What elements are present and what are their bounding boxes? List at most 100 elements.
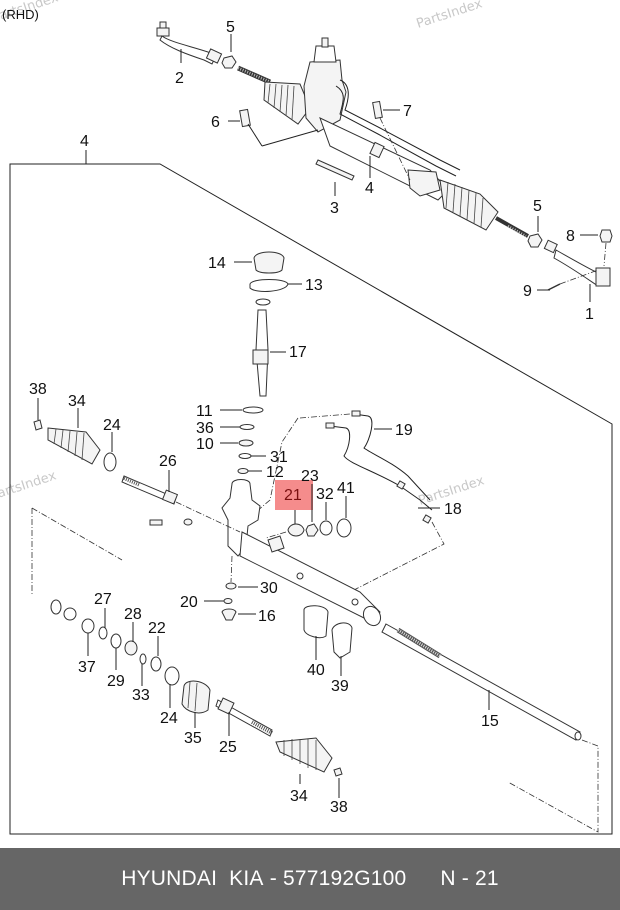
clamp-24-lower (164, 666, 180, 686)
callout-26[interactable]: 26 (159, 453, 177, 470)
washer (183, 518, 193, 526)
bushing-40 (303, 605, 329, 639)
callout-20[interactable]: 20 (180, 594, 198, 611)
callout-36[interactable]: 36 (196, 420, 214, 437)
callout-5[interactable]: 5 (533, 198, 542, 215)
callout-38[interactable]: 38 (29, 381, 47, 398)
callout-32[interactable]: 32 (316, 486, 334, 503)
tie-rod-end-right-socket (543, 239, 558, 254)
callout-15[interactable]: 15 (481, 713, 499, 730)
bearing-28 (124, 640, 138, 656)
callout-18[interactable]: 18 (444, 501, 462, 518)
part-info-footer: HYUNDAI KIA - 577192G100 N - 21 (0, 848, 620, 910)
pipe-fitting (351, 410, 361, 417)
pinion-shaft (321, 37, 329, 48)
seal-13 (249, 279, 289, 292)
callout-35[interactable]: 35 (184, 730, 202, 747)
callout-34[interactable]: 34 (68, 393, 86, 410)
o-ring-33 (139, 653, 147, 665)
callout-2[interactable]: 2 (175, 70, 184, 87)
callout-21-highlight (275, 480, 313, 510)
variant-label: (RHD) (2, 7, 39, 22)
callout-30[interactable]: 30 (260, 580, 278, 597)
parts-diagram: PartsIndex PartsIndex PartsIndex PartsIn… (0, 0, 613, 835)
callout-12[interactable]: 12 (266, 464, 284, 481)
callout-24[interactable]: 24 (160, 710, 178, 727)
callout-41[interactable]: 41 (337, 480, 355, 497)
callout-24[interactable]: 24 (103, 417, 121, 434)
clip-38 (33, 419, 43, 431)
callout-11[interactable]: 11 (196, 403, 213, 420)
ball-joint-25 (217, 697, 235, 715)
ring-29 (110, 633, 122, 649)
callout-29[interactable]: 29 (107, 673, 125, 690)
callout-28[interactable]: 28 (124, 606, 142, 623)
separator: - (269, 867, 277, 890)
clamp-39 (331, 622, 353, 659)
callout-34[interactable]: 34 (290, 788, 308, 805)
assembly-frame (9, 163, 613, 835)
callout-6[interactable]: 6 (211, 114, 220, 131)
port (351, 598, 359, 606)
port (296, 572, 304, 580)
callout-40[interactable]: 40 (307, 662, 325, 679)
rack-end (574, 731, 582, 741)
ring-12 (237, 468, 249, 474)
callout-16[interactable]: 16 (258, 608, 276, 625)
ring-31 (238, 453, 252, 459)
seal-30 (225, 582, 237, 590)
bellows-34-lower (275, 737, 333, 773)
callout-13[interactable]: 13 (305, 277, 323, 294)
callout-25[interactable]: 25 (219, 739, 237, 756)
cap-14 (253, 251, 285, 274)
tie-rod-end-right-ball (595, 267, 611, 287)
callout-27[interactable]: 27 (94, 591, 112, 608)
tie-rod-end-left-socket (205, 48, 223, 64)
callout-21[interactable]: 21 (284, 487, 302, 504)
lock-nut-left (221, 55, 237, 69)
pipe-fitting (325, 422, 335, 429)
ball-joint-26 (161, 489, 179, 505)
callout-4[interactable]: 4 (365, 180, 374, 197)
callout-37[interactable]: 37 (78, 659, 96, 676)
washer-22 (150, 656, 162, 672)
valve-housing (303, 59, 347, 133)
exploded-view-svg: PartsIndex PartsIndex PartsIndex PartsIn… (0, 0, 613, 835)
callout-23[interactable]: 23 (301, 468, 319, 485)
washer (63, 607, 77, 621)
callout-1[interactable]: 1 (585, 306, 594, 323)
callout-19[interactable]: 19 (395, 422, 413, 439)
callout-7[interactable]: 7 (403, 103, 412, 120)
callout-5[interactable]: 5 (226, 19, 235, 36)
top-leaders (180, 34, 598, 302)
o-ring-27 (98, 626, 108, 640)
mount-boss (267, 535, 285, 553)
callout-33[interactable]: 33 (132, 687, 150, 704)
top-assembly (156, 21, 613, 291)
callout-22[interactable]: 22 (148, 620, 166, 637)
callout-17[interactable]: 17 (289, 344, 307, 361)
pinion-valve-rings (252, 349, 269, 365)
bellows-right (439, 179, 499, 231)
ring-32 (319, 520, 333, 536)
callout-9[interactable]: 9 (523, 283, 532, 300)
part-number: 577192G100 (282, 867, 407, 890)
callout-4[interactable]: 4 (80, 133, 89, 150)
watermark: PartsIndex (0, 468, 58, 503)
callout-38[interactable]: 38 (330, 799, 348, 816)
bolt-6 (239, 108, 251, 128)
callout-8[interactable]: 8 (566, 228, 575, 245)
ring-41 (336, 518, 352, 538)
callout-3[interactable]: 3 (330, 200, 339, 217)
tube-end (362, 605, 382, 627)
yoke-plug-21 (287, 523, 305, 537)
lock-nut-right (527, 233, 543, 248)
callout-39[interactable]: 39 (331, 678, 349, 695)
tie-rod-end-left (159, 35, 217, 65)
o-ring (50, 599, 62, 615)
watermark: PartsIndex (415, 0, 485, 32)
castle-nut (599, 229, 613, 243)
callout-10[interactable]: 10 (196, 436, 214, 453)
clamp-24-upper (103, 452, 117, 472)
callout-14[interactable]: 14 (208, 255, 226, 272)
